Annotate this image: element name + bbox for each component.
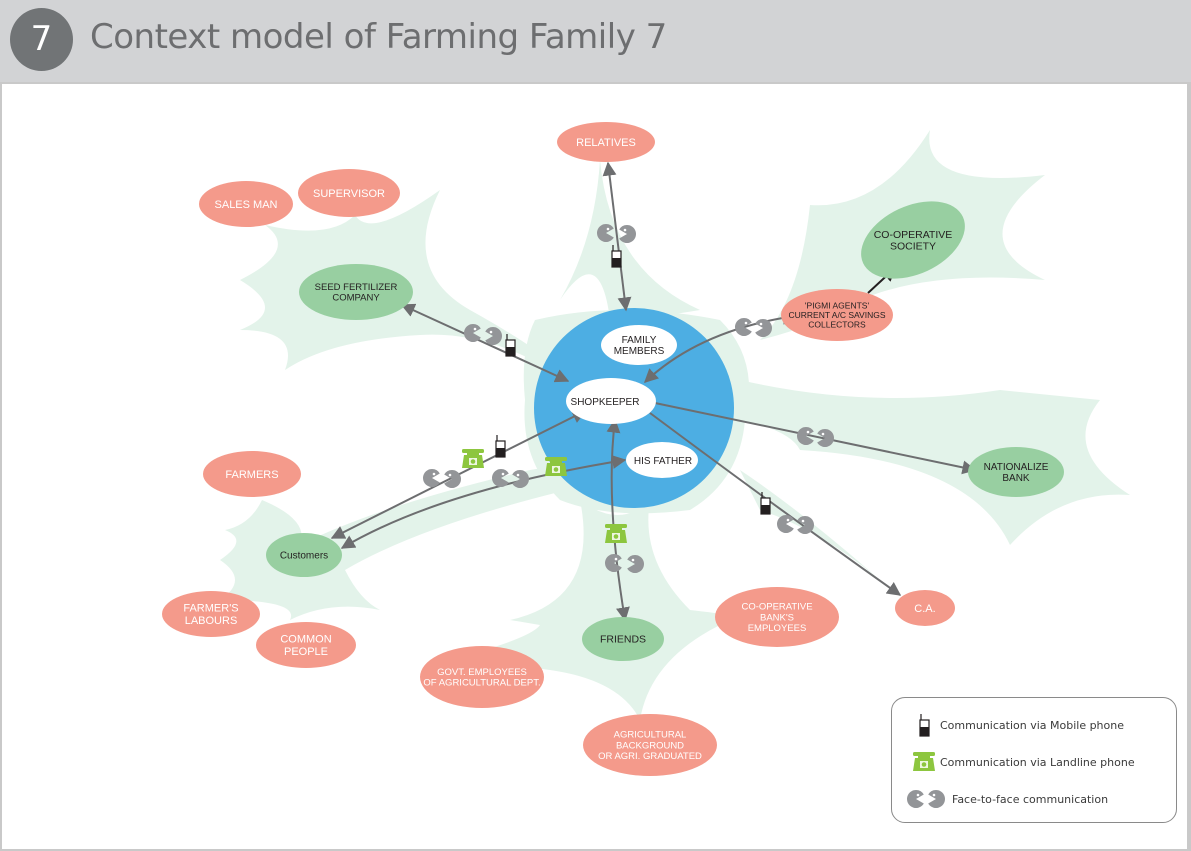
legend-item-face: Face-to-face communication [892, 787, 1108, 811]
edge-friends [606, 418, 630, 622]
face-to-face-icon [735, 318, 772, 337]
node-label: SALES MAN [215, 199, 278, 211]
svg-text:HIS FATHER: HIS FATHER [634, 456, 692, 467]
node-shape [420, 646, 544, 708]
landline-phone-icon [462, 449, 484, 468]
node-ca[interactable]: C.A. [895, 590, 955, 626]
node-shape [781, 289, 893, 341]
legend-item-mobile: Communication via Mobile phone [892, 713, 1124, 737]
node-shape [968, 447, 1064, 497]
node-shape [582, 617, 664, 661]
node-his-father[interactable]: HIS FATHER [626, 442, 698, 478]
outer-nodes: RELATIVES SALES MAN SUPERVISOR SEED FERTILI… [162, 122, 1064, 776]
page-title: Context model of Farming Family 7 [90, 17, 667, 57]
node-shape [299, 264, 413, 320]
node-salesman[interactable]: SALES MAN [199, 181, 293, 227]
edge-pigmi [643, 310, 797, 383]
face-to-face-icon [423, 469, 461, 488]
node-shape [557, 122, 655, 162]
node-farmers[interactable]: FARMERS [203, 451, 301, 497]
legend-label: Face-to-face communication [952, 792, 1109, 806]
node-label: SUPERVISOR [313, 188, 385, 200]
node-shape [256, 622, 356, 668]
node-label: RELATIVES [576, 137, 636, 149]
node-shape [715, 587, 839, 647]
svg-text:SHOPKEEPER: SHOPKEEPER [571, 397, 640, 408]
node-shape [203, 451, 301, 497]
legend-label: Communication via Mobile phone [940, 718, 1125, 732]
face-to-face-icon [907, 790, 945, 808]
legend-item-landline: Communication via Landline phone [892, 750, 1135, 774]
node-shape [199, 181, 293, 227]
node-shopkeeper[interactable]: SHOPKEEPER [566, 378, 656, 424]
node-friends[interactable]: FRIENDS [582, 617, 664, 661]
node-relatives[interactable]: RELATIVES [557, 122, 655, 162]
node-label: FRIENDS [600, 634, 646, 646]
node-label: C.A. [914, 603, 935, 615]
edge-nat-bank [654, 402, 977, 475]
node-shape [895, 590, 955, 626]
edge-customers-father [340, 455, 627, 549]
family-number-badge: 7 [10, 8, 73, 71]
mobile-phone-icon [919, 713, 930, 737]
node-shape [861, 201, 965, 279]
node-label: Customers [280, 551, 328, 562]
landline-phone-icon [545, 457, 567, 476]
node-shape [298, 169, 400, 217]
edges [330, 161, 977, 622]
legend: Communication via Mobile phone Communica… [891, 697, 1177, 823]
edge-ca [649, 412, 902, 596]
node-supervisor[interactable]: SUPERVISOR [298, 169, 400, 217]
node-customers[interactable]: Customers [266, 533, 342, 577]
edge-relatives [602, 161, 632, 312]
node-shape [583, 714, 717, 776]
node-shape [162, 591, 260, 637]
header: 7 Context model of Farming Family 7 [0, 0, 1191, 82]
node-label: FARMERS [225, 469, 278, 481]
node-shape [266, 533, 342, 577]
edge-seed [400, 303, 570, 383]
landline-phone-icon [913, 752, 935, 771]
mobile-phone-icon [495, 434, 506, 458]
legend-label: Communication via Landline phone [940, 755, 1135, 769]
landline-phone-icon [605, 524, 627, 543]
